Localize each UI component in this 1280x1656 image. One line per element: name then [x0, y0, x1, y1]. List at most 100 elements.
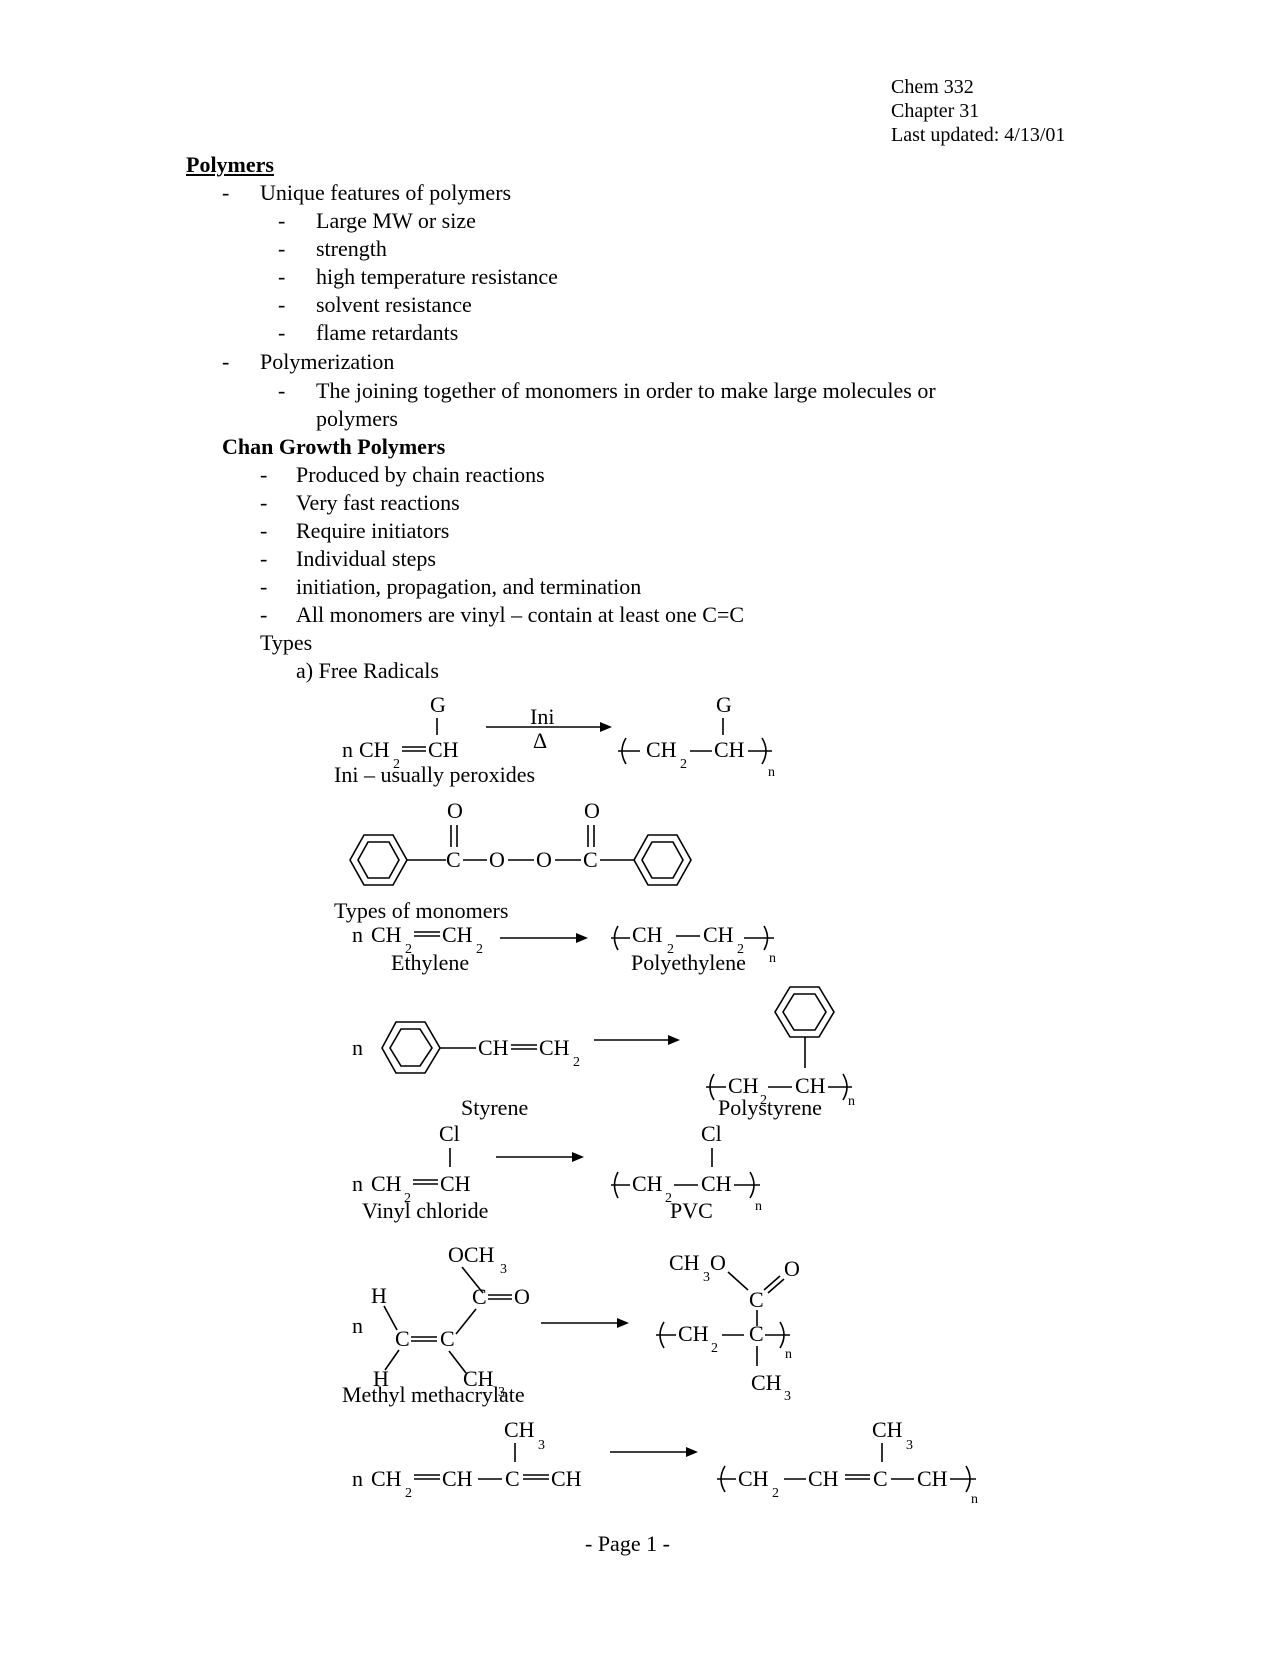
svg-text:CH: CH — [738, 1466, 769, 1491]
methyl-methacrylate-reaction: OCH 3 C O H n C C H CH 3 Methyl methacry… — [342, 1242, 800, 1407]
last-updated: Last updated: 4/13/01 — [891, 124, 1066, 146]
svg-text:2: 2 — [393, 757, 400, 772]
svg-text:C: C — [749, 1287, 764, 1312]
svg-text:Cl: Cl — [439, 1121, 460, 1146]
vinyl-monomer: G n CH 2 CH — [342, 692, 459, 772]
svg-text:O: O — [489, 847, 505, 872]
svg-text:2: 2 — [573, 1055, 580, 1070]
svg-text:2: 2 — [404, 1191, 411, 1206]
svg-text:PVC: PVC — [670, 1198, 713, 1223]
svg-text:O: O — [514, 1284, 530, 1309]
svg-text:Cl: Cl — [701, 1121, 722, 1146]
svg-text:2: 2 — [711, 1341, 718, 1356]
bullet-dash: - — [260, 602, 268, 627]
list-item: solvent resistance — [316, 292, 472, 317]
list-item: flame retardants — [316, 320, 459, 345]
svg-text:CH: CH — [463, 1366, 494, 1391]
svg-text:H: H — [373, 1366, 389, 1391]
svg-text:CH: CH — [551, 1466, 582, 1491]
ethylene-reaction: n CH 2 CH 2 Ethylene CH 2 CH 2 n Polyeth… — [352, 922, 776, 975]
bullet-dash: - — [278, 320, 286, 345]
svg-text:CH: CH — [539, 1035, 570, 1060]
svg-text:n: n — [352, 1466, 363, 1491]
list-item: Very fast reactions — [296, 490, 460, 515]
svg-text:2: 2 — [405, 1486, 412, 1501]
svg-text:CH: CH — [701, 1171, 732, 1196]
svg-text:CH: CH — [917, 1466, 948, 1491]
svg-text:2: 2 — [680, 757, 687, 772]
ini-note: Ini – usually peroxides — [334, 762, 536, 787]
svg-text:Methyl methacrylate: Methyl methacrylate — [342, 1382, 525, 1407]
svg-text:2: 2 — [772, 1486, 779, 1501]
svg-text:3: 3 — [906, 1438, 913, 1453]
svg-text:Ini: Ini — [530, 704, 554, 729]
svg-text:n: n — [971, 1492, 978, 1507]
svg-text:Polyethylene: Polyethylene — [631, 950, 746, 975]
chapter-label: Chapter 31 — [891, 100, 980, 122]
svg-text:C: C — [583, 847, 598, 872]
bullet-dash: - — [278, 292, 286, 317]
reaction-arrow: Ini Δ — [486, 704, 612, 753]
svg-text:CH: CH — [728, 1073, 759, 1098]
free-radicals-label: a) Free Radicals — [296, 658, 439, 683]
vinyl-polymer: G CH 2 CH n — [618, 692, 775, 780]
types-label: Types — [260, 630, 313, 655]
svg-text:CH: CH — [669, 1250, 700, 1275]
svg-text:CH: CH — [714, 737, 745, 762]
list-item: Individual steps — [296, 546, 436, 571]
svg-text:Styrene: Styrene — [461, 1095, 528, 1120]
bullet-dash: - — [260, 518, 268, 543]
svg-text:CH: CH — [442, 1466, 473, 1491]
svg-text:Polystyrene: Polystyrene — [718, 1095, 822, 1120]
svg-text:O: O — [584, 798, 600, 823]
svg-text:CH: CH — [504, 1417, 535, 1442]
svg-text:CH: CH — [428, 737, 459, 762]
page-title: Polymers — [186, 152, 274, 177]
bullet-dash: - — [278, 378, 286, 403]
course-name: Chem 332 — [891, 76, 974, 98]
svg-text:CH: CH — [751, 1370, 782, 1395]
svg-text:3: 3 — [498, 1385, 505, 1400]
svg-text:Δ: Δ — [533, 728, 547, 753]
svg-text:2: 2 — [737, 942, 744, 957]
svg-text:n: n — [848, 1094, 855, 1109]
svg-text:CH: CH — [872, 1417, 903, 1442]
svg-text:2: 2 — [665, 1191, 672, 1206]
svg-text:CH: CH — [371, 922, 402, 947]
bullet-dash: - — [260, 574, 268, 599]
polymerization-definition-cont: polymers — [316, 406, 398, 431]
svg-text:n: n — [352, 922, 363, 947]
bullet-dash: - — [278, 208, 286, 233]
svg-text:O: O — [536, 847, 552, 872]
svg-text:C: C — [395, 1326, 410, 1351]
svg-text:CH: CH — [795, 1073, 826, 1098]
svg-text:n: n — [352, 1035, 363, 1060]
svg-text:n: n — [352, 1171, 363, 1196]
bullet-dash: - — [260, 490, 268, 515]
svg-text:CH: CH — [442, 922, 473, 947]
styrene-reaction: n CH CH 2 Styrene CH 2 CH n Polystyrene — [352, 986, 855, 1120]
svg-text:CH: CH — [371, 1171, 402, 1196]
list-item: Large MW or size — [316, 208, 476, 233]
svg-text:C: C — [472, 1284, 487, 1309]
list-item: strength — [316, 236, 387, 261]
svg-text:CH: CH — [808, 1466, 839, 1491]
svg-text:OCH: OCH — [448, 1242, 495, 1267]
svg-text:CH: CH — [440, 1171, 471, 1196]
svg-text:O: O — [710, 1250, 726, 1275]
svg-text:CH: CH — [678, 1321, 709, 1346]
list-item: Produced by chain reactions — [296, 462, 545, 487]
svg-text:3: 3 — [538, 1438, 545, 1453]
list-item: Require initiators — [296, 518, 450, 543]
bullet-dash: - — [222, 180, 230, 205]
benzoyl-peroxide: O C O O O C — [349, 798, 692, 886]
list-item: All monomers are vinyl – contain at leas… — [296, 602, 745, 627]
svg-text:C: C — [873, 1466, 888, 1491]
unique-features-label: Unique features of polymers — [260, 180, 512, 205]
bullet-dash: - — [278, 236, 286, 261]
bullet-dash: - — [278, 264, 286, 289]
svg-text:CH: CH — [632, 1171, 663, 1196]
svg-text:3: 3 — [500, 1262, 507, 1277]
section-heading: Chan Growth Polymers — [222, 434, 446, 459]
polymerization-label: Polymerization — [260, 349, 395, 374]
